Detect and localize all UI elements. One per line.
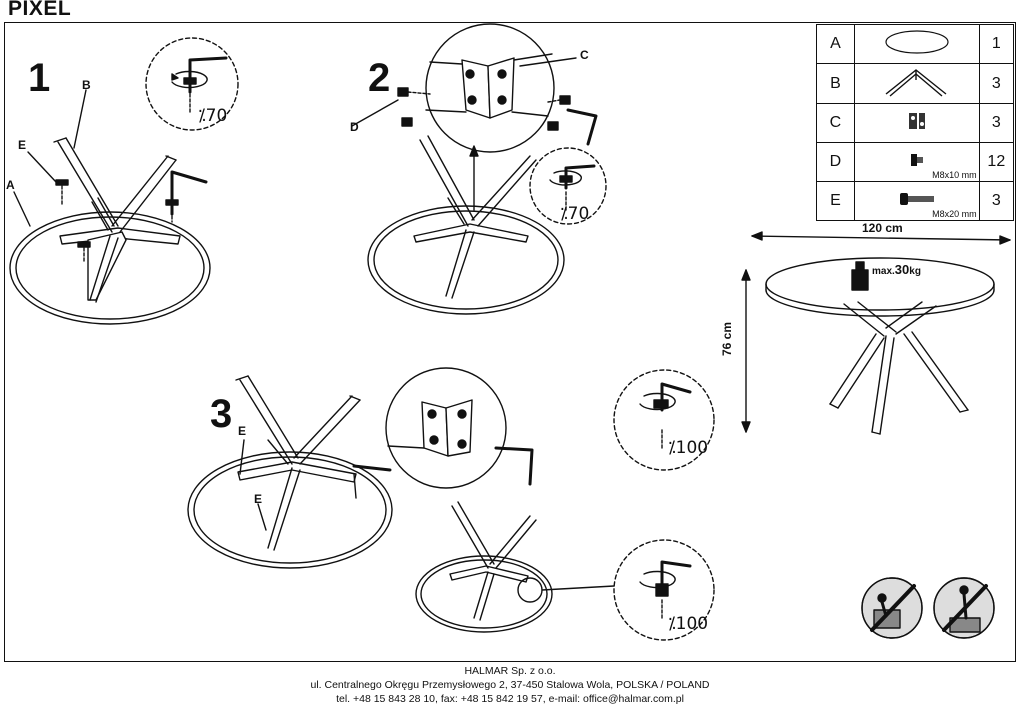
step2-drawing bbox=[351, 23, 607, 315]
part-code: D bbox=[816, 142, 855, 182]
company-footer: HALMAR Sp. z o.o. ul. Centralnego Okręgu… bbox=[0, 664, 1020, 706]
screw-short-icon bbox=[910, 153, 923, 166]
part-code: B bbox=[816, 63, 855, 104]
part-qty: 3 bbox=[978, 63, 1015, 104]
screw-long-icon bbox=[899, 192, 934, 205]
part-image bbox=[853, 24, 980, 64]
parts-table: A 1 B 3 C 3 D M8x10 mm 12 E M8x20 mm 3 bbox=[816, 24, 1015, 221]
part-image: M8x20 mm bbox=[853, 181, 980, 221]
callout-d: D bbox=[350, 120, 359, 134]
callout-e-step3-top: E bbox=[238, 424, 247, 438]
dimension-width: 120 cm bbox=[862, 221, 903, 235]
table-row: C 3 bbox=[816, 103, 1015, 143]
torque-right-bottom: ⁒100 bbox=[668, 614, 709, 634]
step-number-1: 1 bbox=[28, 56, 51, 100]
max-load-label: max.30kg bbox=[872, 262, 921, 277]
step-number-2: 2 bbox=[368, 56, 391, 100]
part-image: M8x10 mm bbox=[853, 142, 980, 182]
instruction-frame bbox=[4, 22, 1016, 662]
part-qty: 1 bbox=[978, 24, 1015, 64]
step3-drawing bbox=[187, 367, 615, 633]
part-image bbox=[853, 103, 980, 143]
footer-contact: tel. +48 15 843 28 10, fax: +48 15 842 1… bbox=[336, 693, 684, 705]
part-code: A bbox=[816, 24, 855, 64]
tabletop-icon bbox=[885, 29, 949, 54]
step-number-3: 3 bbox=[210, 392, 233, 436]
part-spec: M8x20 mm bbox=[932, 209, 977, 219]
callout-b: B bbox=[82, 78, 91, 92]
part-qty: 3 bbox=[978, 103, 1015, 143]
table-row: A 1 bbox=[816, 24, 1015, 64]
table-row: E M8x20 mm 3 bbox=[816, 181, 1015, 221]
callout-e-step1: E bbox=[18, 138, 27, 152]
page-title: PIXEL bbox=[8, 0, 72, 20]
footer-company: HALMAR Sp. z o.o. bbox=[464, 665, 556, 677]
part-qty: 3 bbox=[978, 181, 1015, 221]
callout-a: A bbox=[6, 178, 15, 192]
part-spec: M8x10 mm bbox=[932, 170, 977, 180]
torque-right-top: ⁒100 bbox=[668, 438, 709, 458]
step1-drawing bbox=[9, 37, 239, 325]
dimension-height: 76 cm bbox=[720, 321, 734, 356]
table-row: B 3 bbox=[816, 63, 1015, 104]
bracket-icon bbox=[908, 112, 925, 129]
table-row: D M8x10 mm 12 bbox=[816, 142, 1015, 182]
footer-address: ul. Centralnego Okręgu Przemysłowego 2, … bbox=[310, 679, 710, 691]
callout-c: C bbox=[580, 48, 589, 62]
callout-e-step3-bottom: E bbox=[254, 492, 263, 506]
part-image bbox=[853, 63, 980, 104]
torque-step2: ⁒70 bbox=[560, 204, 590, 224]
torque-step1: ⁒70 bbox=[198, 106, 228, 126]
part-code: C bbox=[816, 103, 855, 143]
leg-icon bbox=[885, 69, 947, 97]
part-code: E bbox=[816, 181, 855, 221]
part-qty: 12 bbox=[978, 142, 1015, 182]
right-details bbox=[613, 231, 1011, 641]
